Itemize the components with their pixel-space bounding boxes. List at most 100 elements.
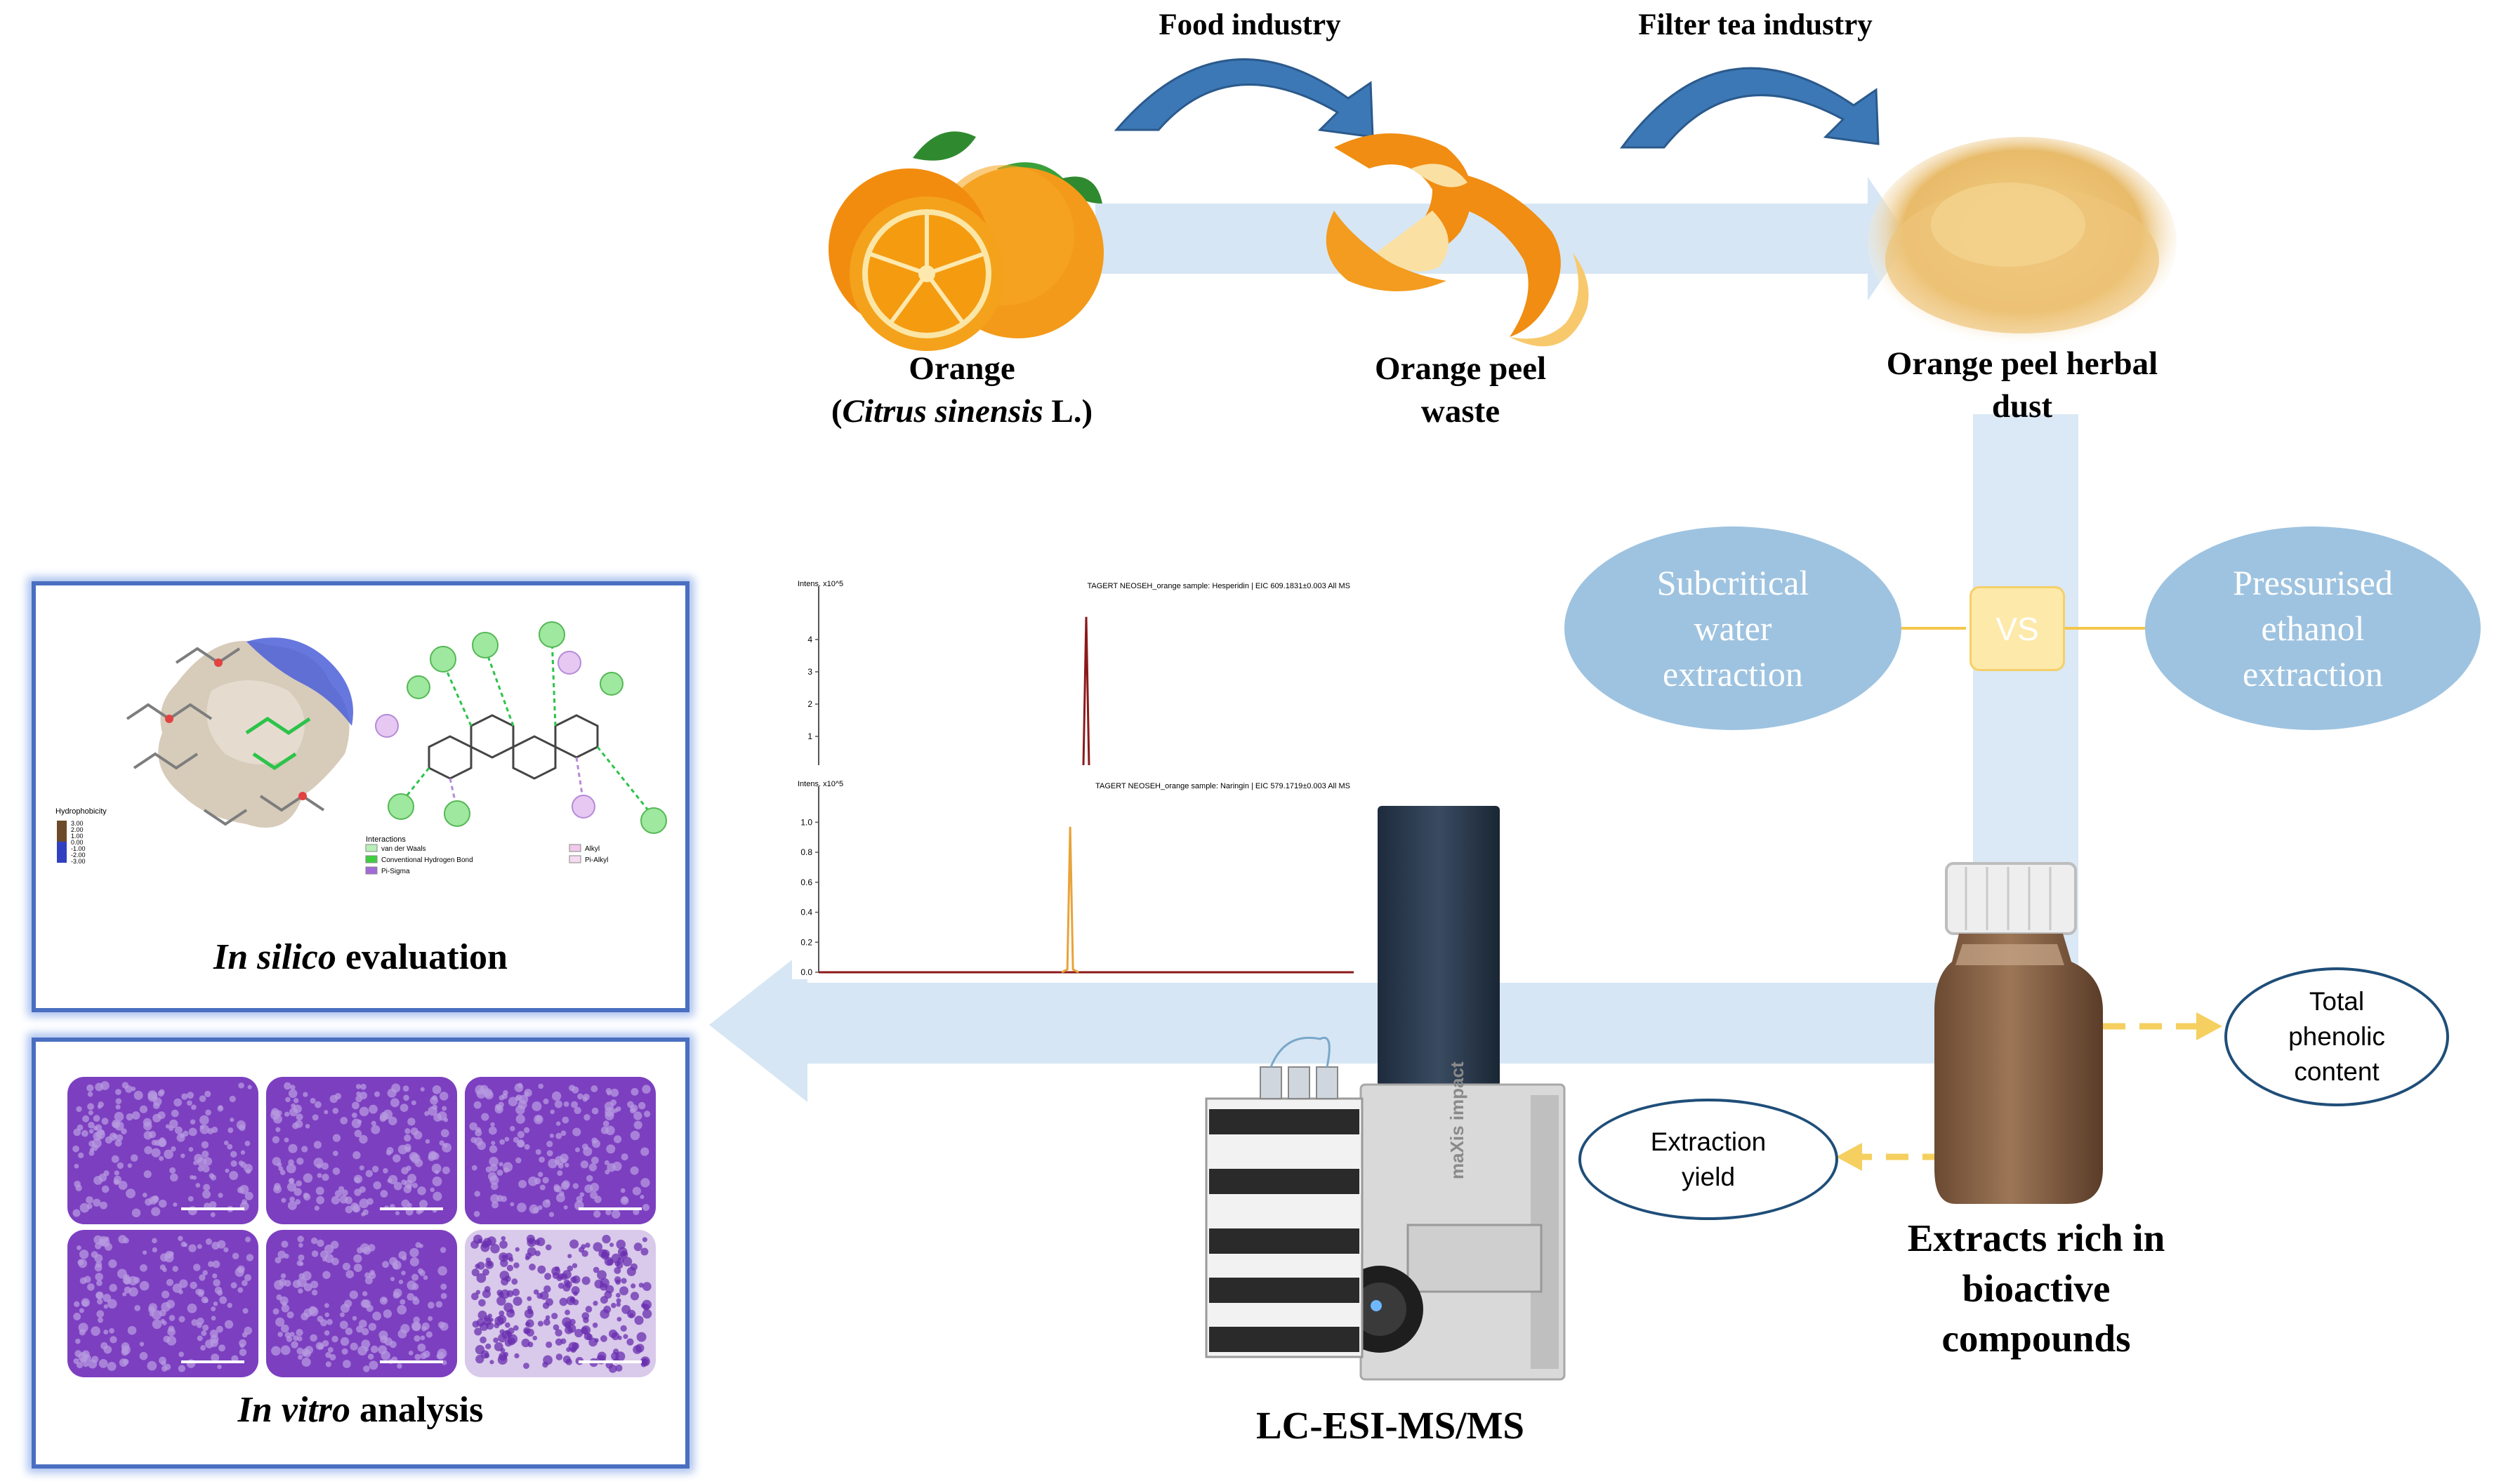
cell xyxy=(340,1337,350,1346)
orange-label-line1: Orange xyxy=(909,350,1015,387)
cell xyxy=(198,1291,204,1297)
cell xyxy=(563,1101,569,1107)
cell xyxy=(515,1247,520,1252)
cell xyxy=(73,1358,79,1365)
cell xyxy=(164,1363,171,1370)
cell xyxy=(298,1288,303,1294)
cell xyxy=(139,1105,148,1113)
cell xyxy=(411,1273,419,1281)
cell xyxy=(489,1175,499,1185)
cell xyxy=(84,1276,91,1283)
cell xyxy=(74,1350,82,1358)
cell xyxy=(286,1336,293,1342)
cell xyxy=(79,1203,90,1213)
chromatogram-tick-label: 1.0 xyxy=(800,817,812,827)
cell xyxy=(546,1141,553,1148)
cell xyxy=(440,1283,447,1290)
cell xyxy=(538,1083,544,1089)
cell xyxy=(362,1246,371,1255)
interaction-label: Alkyl xyxy=(585,845,600,853)
cell xyxy=(88,1122,95,1129)
cell xyxy=(578,1247,585,1253)
cell xyxy=(313,1158,324,1168)
cell xyxy=(124,1286,131,1294)
orange-peel-dust-label: Orange peel herbal dust xyxy=(1826,343,2219,428)
cell xyxy=(572,1275,581,1284)
cell xyxy=(139,1351,148,1360)
cell xyxy=(491,1201,499,1209)
cell xyxy=(223,1140,229,1146)
cell xyxy=(225,1168,230,1173)
cell xyxy=(555,1353,563,1360)
chromatogram-tick-label: 0.8 xyxy=(800,847,812,857)
cell xyxy=(428,1106,437,1116)
cell xyxy=(642,1282,652,1291)
cell xyxy=(430,1096,438,1105)
cell xyxy=(75,1338,81,1344)
cell xyxy=(533,1289,539,1295)
cell xyxy=(321,1162,329,1170)
cell xyxy=(246,1254,254,1261)
cell xyxy=(88,1129,94,1134)
cell xyxy=(369,1104,378,1114)
cell xyxy=(555,1121,561,1126)
cell xyxy=(425,1139,430,1144)
cell xyxy=(494,1105,503,1114)
cell xyxy=(401,1167,409,1174)
cell xyxy=(191,1319,199,1326)
cell xyxy=(574,1147,580,1153)
cell xyxy=(152,1319,162,1330)
cell xyxy=(152,1310,162,1320)
cell xyxy=(360,1083,367,1090)
cell xyxy=(517,1131,525,1139)
cell xyxy=(630,1166,639,1175)
cell xyxy=(542,1177,549,1184)
cell xyxy=(204,1090,211,1097)
cell xyxy=(279,1278,286,1287)
cell xyxy=(609,1243,614,1247)
cell xyxy=(147,1090,158,1100)
cell xyxy=(425,1331,433,1338)
cell xyxy=(586,1174,593,1182)
cell xyxy=(303,1193,311,1201)
curved-arrow-filter xyxy=(1620,67,1880,149)
cell xyxy=(295,1120,303,1128)
cell xyxy=(367,1353,374,1360)
cell xyxy=(83,1354,91,1363)
cell xyxy=(332,1134,341,1142)
cell xyxy=(374,1091,381,1097)
cell xyxy=(469,1122,477,1131)
cell xyxy=(81,1129,88,1137)
cell xyxy=(324,1330,330,1336)
cell xyxy=(361,1339,371,1349)
cell xyxy=(188,1127,197,1137)
cell xyxy=(440,1247,447,1253)
cell xyxy=(284,1137,289,1143)
cell xyxy=(241,1280,248,1287)
cell xyxy=(506,1264,514,1272)
cell xyxy=(298,1243,303,1248)
cell xyxy=(223,1247,229,1252)
cell xyxy=(238,1082,244,1089)
hydrophobicity-legend-title: Hydrophobicity xyxy=(55,807,107,816)
cell xyxy=(443,1143,448,1148)
cell xyxy=(91,1251,98,1259)
cell xyxy=(240,1150,246,1155)
cell xyxy=(364,1272,371,1279)
cell xyxy=(164,1149,173,1159)
cell xyxy=(368,1323,377,1331)
cell xyxy=(142,1250,147,1255)
cell xyxy=(545,1199,550,1204)
cell xyxy=(352,1151,361,1160)
cell xyxy=(315,1101,322,1108)
cell xyxy=(95,1082,104,1092)
cell xyxy=(508,1334,518,1344)
cell xyxy=(490,1243,500,1254)
cell xyxy=(614,1276,621,1283)
cell xyxy=(188,1244,197,1252)
cell xyxy=(332,1167,341,1175)
cell xyxy=(532,1335,538,1341)
cell xyxy=(272,1157,282,1166)
cell xyxy=(633,1111,642,1120)
